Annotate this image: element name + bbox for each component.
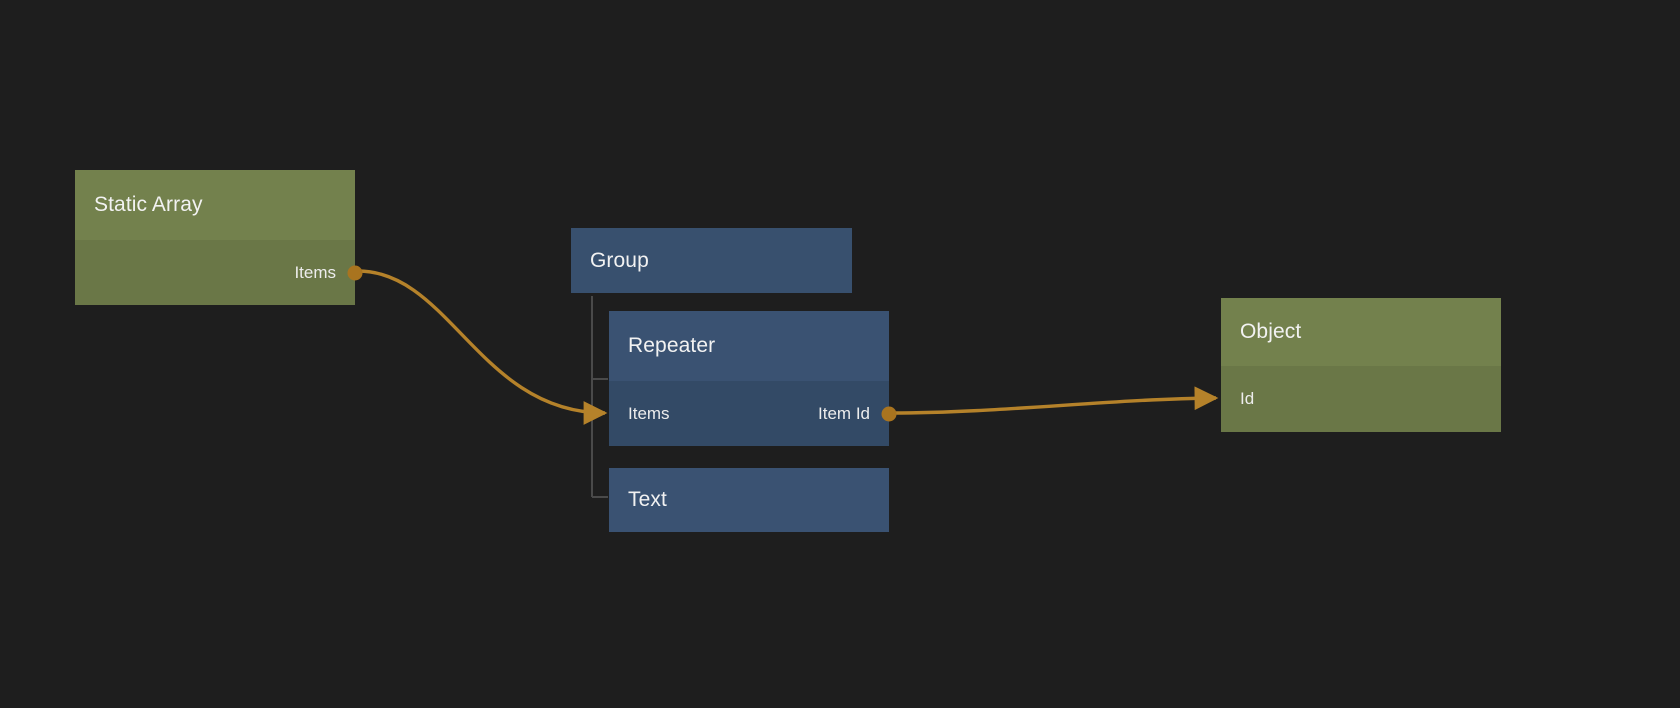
node-static-array-title: Static Array [75,170,355,240]
node-text[interactable]: Text [609,468,889,532]
output-port-label-item-id[interactable]: Item Id [818,403,870,423]
group-tree-lines [591,296,608,498]
output-port-item-id-dot[interactable] [881,406,897,421]
port-row-static-array-items[interactable]: Items [75,240,363,305]
node-text-title: Text [609,468,889,532]
connection-static-array-to-repeater [357,269,608,425]
node-group-title: Group [571,228,852,293]
node-object[interactable]: Object Id [1221,298,1501,432]
input-port-label-items[interactable]: Items [628,403,670,423]
node-repeater-title: Repeater [609,311,889,381]
port-row-repeater-items-itemid[interactable]: Items Item Id [609,381,897,446]
connection-repeater-to-object [891,386,1219,415]
node-repeater[interactable]: Repeater Items Item Id [609,311,897,446]
port-row-object-id[interactable]: Id [1221,366,1501,432]
node-object-body: Id [1221,366,1501,432]
node-static-array-body: Items [75,240,363,305]
node-static-array[interactable]: Static Array Items [75,170,363,305]
node-object-title: Object [1221,298,1501,366]
node-repeater-body: Items Item Id [609,381,897,446]
input-port-label-id[interactable]: Id [1240,389,1255,408]
output-port-items-dot[interactable] [347,265,363,280]
node-group[interactable]: Group [571,228,852,293]
port-label-items: Items [294,262,336,282]
